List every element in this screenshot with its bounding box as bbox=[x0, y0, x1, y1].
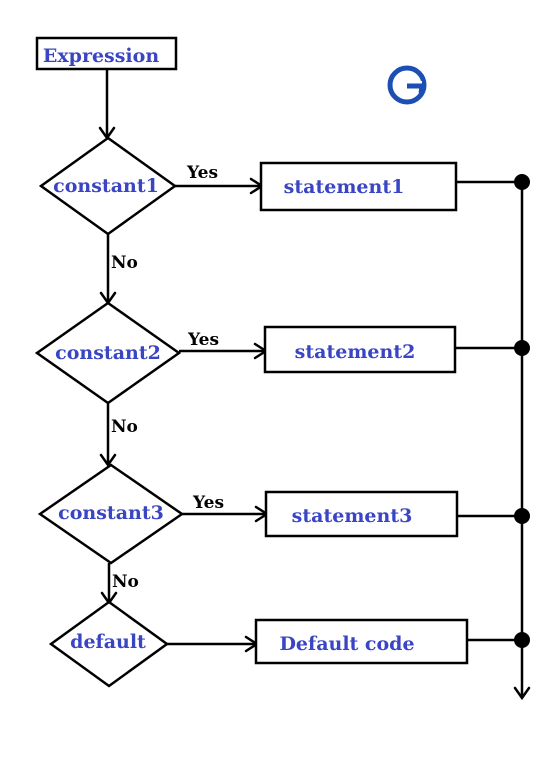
decision-constant3 bbox=[37, 463, 185, 565]
statement-3-label: statement3 bbox=[292, 505, 413, 527]
decision-2-label: constant2 bbox=[55, 342, 161, 364]
no-label-3: No bbox=[112, 572, 139, 592]
exit-arrowhead bbox=[513, 686, 531, 701]
statement1-box bbox=[259, 161, 458, 212]
yes-label-1: Yes bbox=[186, 163, 218, 183]
yes-label-2: Yes bbox=[187, 330, 219, 350]
G-logo-icon bbox=[387, 65, 427, 105]
no-label-2: No bbox=[111, 417, 138, 437]
statement-2-label: statement2 bbox=[295, 341, 416, 363]
decision-default bbox=[48, 600, 170, 688]
decision-3-label: constant3 bbox=[58, 502, 164, 524]
default-code-label: Default code bbox=[279, 633, 414, 655]
yes-label-3: Yes bbox=[192, 493, 224, 513]
no-label-1: No bbox=[111, 253, 138, 273]
decision-1-label: constant1 bbox=[53, 175, 159, 197]
default-code-box bbox=[254, 618, 469, 665]
decision-4-label: default bbox=[70, 631, 146, 653]
arrowhead bbox=[99, 453, 117, 468]
expression-label: Expression bbox=[43, 45, 159, 67]
statement3-box bbox=[264, 490, 459, 538]
statement-1-label: statement1 bbox=[284, 176, 405, 198]
statement2-box bbox=[263, 325, 457, 374]
